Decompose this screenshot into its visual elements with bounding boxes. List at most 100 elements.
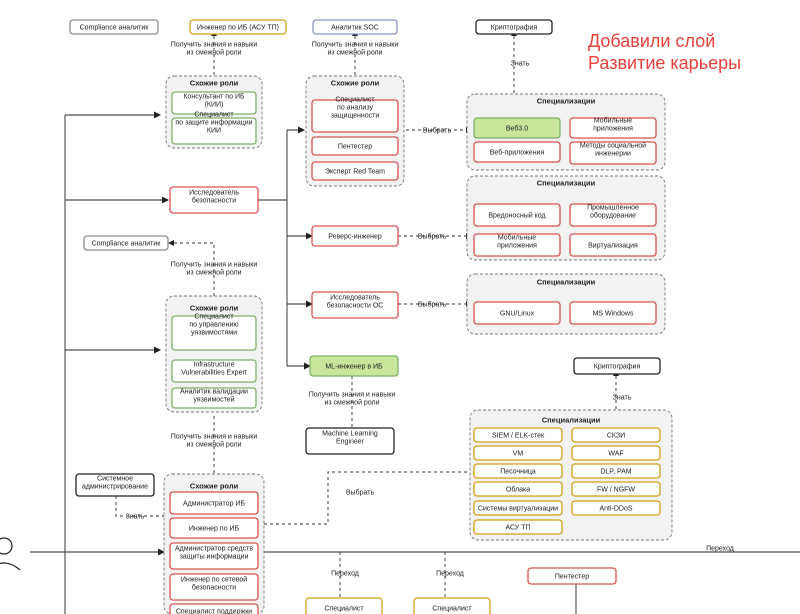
spec-mobile-2-line-2: приложения <box>497 243 537 250</box>
spec-virt-systems: Системы виртуализации <box>478 505 558 512</box>
role-box-vuln-line-3: уязвимостями <box>191 330 237 337</box>
spec-sandbox: Песочница <box>500 468 536 475</box>
sysadmin-box-line-1: Системное <box>97 475 133 482</box>
ml-engineer-box-line-2: Engineer <box>336 439 365 446</box>
spec-skzi: СКЗИ <box>607 432 625 439</box>
knowledge-label-line-2: из смежной роли <box>186 269 241 277</box>
role-box-pentester: Пентестер <box>338 143 372 150</box>
choose-label: Выбрать <box>418 232 447 240</box>
role-box-admin-ib: Администратор ИБ <box>183 500 245 507</box>
transition-label: Переход <box>706 546 734 553</box>
group-title: Специализации <box>542 416 601 425</box>
spec-siem: SIEM / ELK-стек <box>492 432 545 439</box>
role-box-analysis-line-2: по анализу <box>337 105 373 112</box>
knowledge-label-line-2: из смежной роли <box>186 49 241 57</box>
group-title: Схожие роли <box>190 79 239 88</box>
spec-web-apps: Веб-приложения <box>490 148 545 156</box>
spec-social-eng-line-1: Методы социальной <box>580 141 646 149</box>
specialist-box: Специалист <box>432 606 472 613</box>
role-box-validation-line-2: уязвимостей <box>193 396 234 404</box>
spec-fw: FW / NGFW <box>597 486 635 493</box>
role-box-kii-line-3: КИИ <box>207 128 221 135</box>
spec-mobile-2-line-1: Мобильные <box>498 233 536 241</box>
spec-dlp: DLP, PAM <box>600 468 631 475</box>
role-box-reverse: Реверс-инженер <box>328 233 382 240</box>
role-box-consultant-line-2: (КИИ) <box>205 102 224 109</box>
group-title: Специализации <box>537 179 596 188</box>
spec-asu-tp: АСУ ТП <box>505 525 530 532</box>
ml-engineer-box-line-1: Machine Learning <box>322 430 378 437</box>
career-layer-note: Добавили слой Развитие карьеры <box>588 30 741 74</box>
group-title: Специализации <box>537 97 596 106</box>
note-line-2: Развитие карьеры <box>588 53 742 73</box>
spec-virtualization: Виртуализация <box>588 242 638 249</box>
role-box-engineer-ib: Инженер по ИБ <box>189 526 240 533</box>
role-box-kii-line-2: по защите информации <box>175 120 252 127</box>
spec-vm: VM <box>513 450 524 457</box>
role-box-os-researcher-line-1: Исследователь <box>330 294 380 301</box>
specialist-box: Специалист <box>324 606 364 613</box>
sysadmin-box-line-2: администрирование <box>82 484 148 491</box>
spec-ms-windows: MS Windows <box>593 310 634 317</box>
spec-clouds: Облака <box>506 485 530 493</box>
spec-web3: Веб3.0 <box>506 124 528 132</box>
crypto-box-2: Криптография <box>594 363 641 370</box>
note-line-1: Добавили слой <box>588 31 716 51</box>
role-box-researcher-line-1: Исследователь <box>189 189 239 196</box>
role-box-admin-szi-line-2: защиты информации <box>180 554 249 561</box>
top-compliance-box: Compliance аналитик <box>80 24 150 31</box>
spec-social-eng-line-2: инженерии <box>595 151 631 158</box>
person-icon <box>0 537 21 571</box>
role-box-support: Специалист поддержки <box>176 609 252 614</box>
role-box-ml: ML-инженер в ИБ <box>325 363 383 370</box>
role-box-admin-szi-line-1: Администратор средств <box>175 545 253 552</box>
knowledge-label-line-1: Получить знания и навыки <box>309 391 396 398</box>
role-box-analysis-line-1: Специалист <box>335 96 375 103</box>
spec-industrial-line-2: оборудование <box>590 212 636 220</box>
role-box-infra-line-2: Vulnerabilities Expert <box>181 370 247 377</box>
spec-gnu-linux: GNU/Linux <box>500 310 535 317</box>
group-title: Специализации <box>537 278 596 287</box>
compliance-mid-box: Compliance аналитик <box>92 240 162 247</box>
role-box-red-team: Эксперт Red Team <box>325 168 385 175</box>
spec-antiddos: Anti-DDoS <box>599 505 632 512</box>
spec-waf: WAF <box>608 450 623 457</box>
know-label: Знать <box>613 394 632 401</box>
knowledge-label-line-2: из смежной роли <box>324 399 379 407</box>
group-title: Схожие роли <box>190 482 239 491</box>
knowledge-label-line-1: Получить знания и навыки <box>171 261 258 268</box>
top-soc-box: Аналитик SOC <box>331 24 379 31</box>
role-box-infra-line-1: Infrastructure <box>193 361 234 368</box>
know-label: Знать <box>126 514 145 521</box>
knowledge-label-line-1: Получить знания и навыки <box>312 41 399 48</box>
role-box-consultant-line-1: Консультант по ИБ <box>183 93 245 100</box>
role-box-net-engineer-line-2: безопасности <box>192 584 236 592</box>
choose-label: Выбрать <box>423 126 452 134</box>
role-box-researcher-line-2: безопасности <box>192 197 236 205</box>
choose-label: Выбрать <box>346 488 375 496</box>
role-box-validation-line-1: Аналитик валидации <box>180 388 248 395</box>
top-engineer-box: Инженер по ИБ (АСУ ТП) <box>197 24 279 31</box>
know-label: Знать <box>511 61 530 68</box>
knowledge-label-line-2: из смежной роли <box>186 441 241 449</box>
group-title: Схожие роли <box>190 304 239 313</box>
role-box-vuln-line-1: Специалист <box>194 313 234 320</box>
role-box-net-engineer-line-1: Инженер по сетевой <box>181 575 247 583</box>
spec-mobile-line-1: Мобильные <box>594 116 632 124</box>
group-title: Схожие роли <box>331 79 380 88</box>
knowledge-label-line-2: из смежной роли <box>327 49 382 57</box>
transition-label: Переход <box>331 571 359 578</box>
role-box-kii-line-1: Специалист <box>194 111 234 118</box>
top-crypto-box: Криптография <box>491 24 538 31</box>
knowledge-label-line-1: Получить знания и навыки <box>171 433 258 440</box>
spec-industrial-line-1: Промышленное <box>587 204 639 211</box>
knowledge-label-line-1: Получить знания и навыки <box>171 41 258 48</box>
role-box-analysis-line-3: защищенности <box>331 113 380 120</box>
transition-label: Переход <box>436 571 464 578</box>
spec-mobile-line-2: приложения <box>593 126 633 133</box>
spec-malware: Вредоносный код <box>488 211 545 219</box>
role-box-vuln-line-2: по управлению <box>189 321 238 328</box>
pentester-box-2: Пентестер <box>555 574 589 581</box>
choose-label: Выбрать <box>418 300 447 308</box>
